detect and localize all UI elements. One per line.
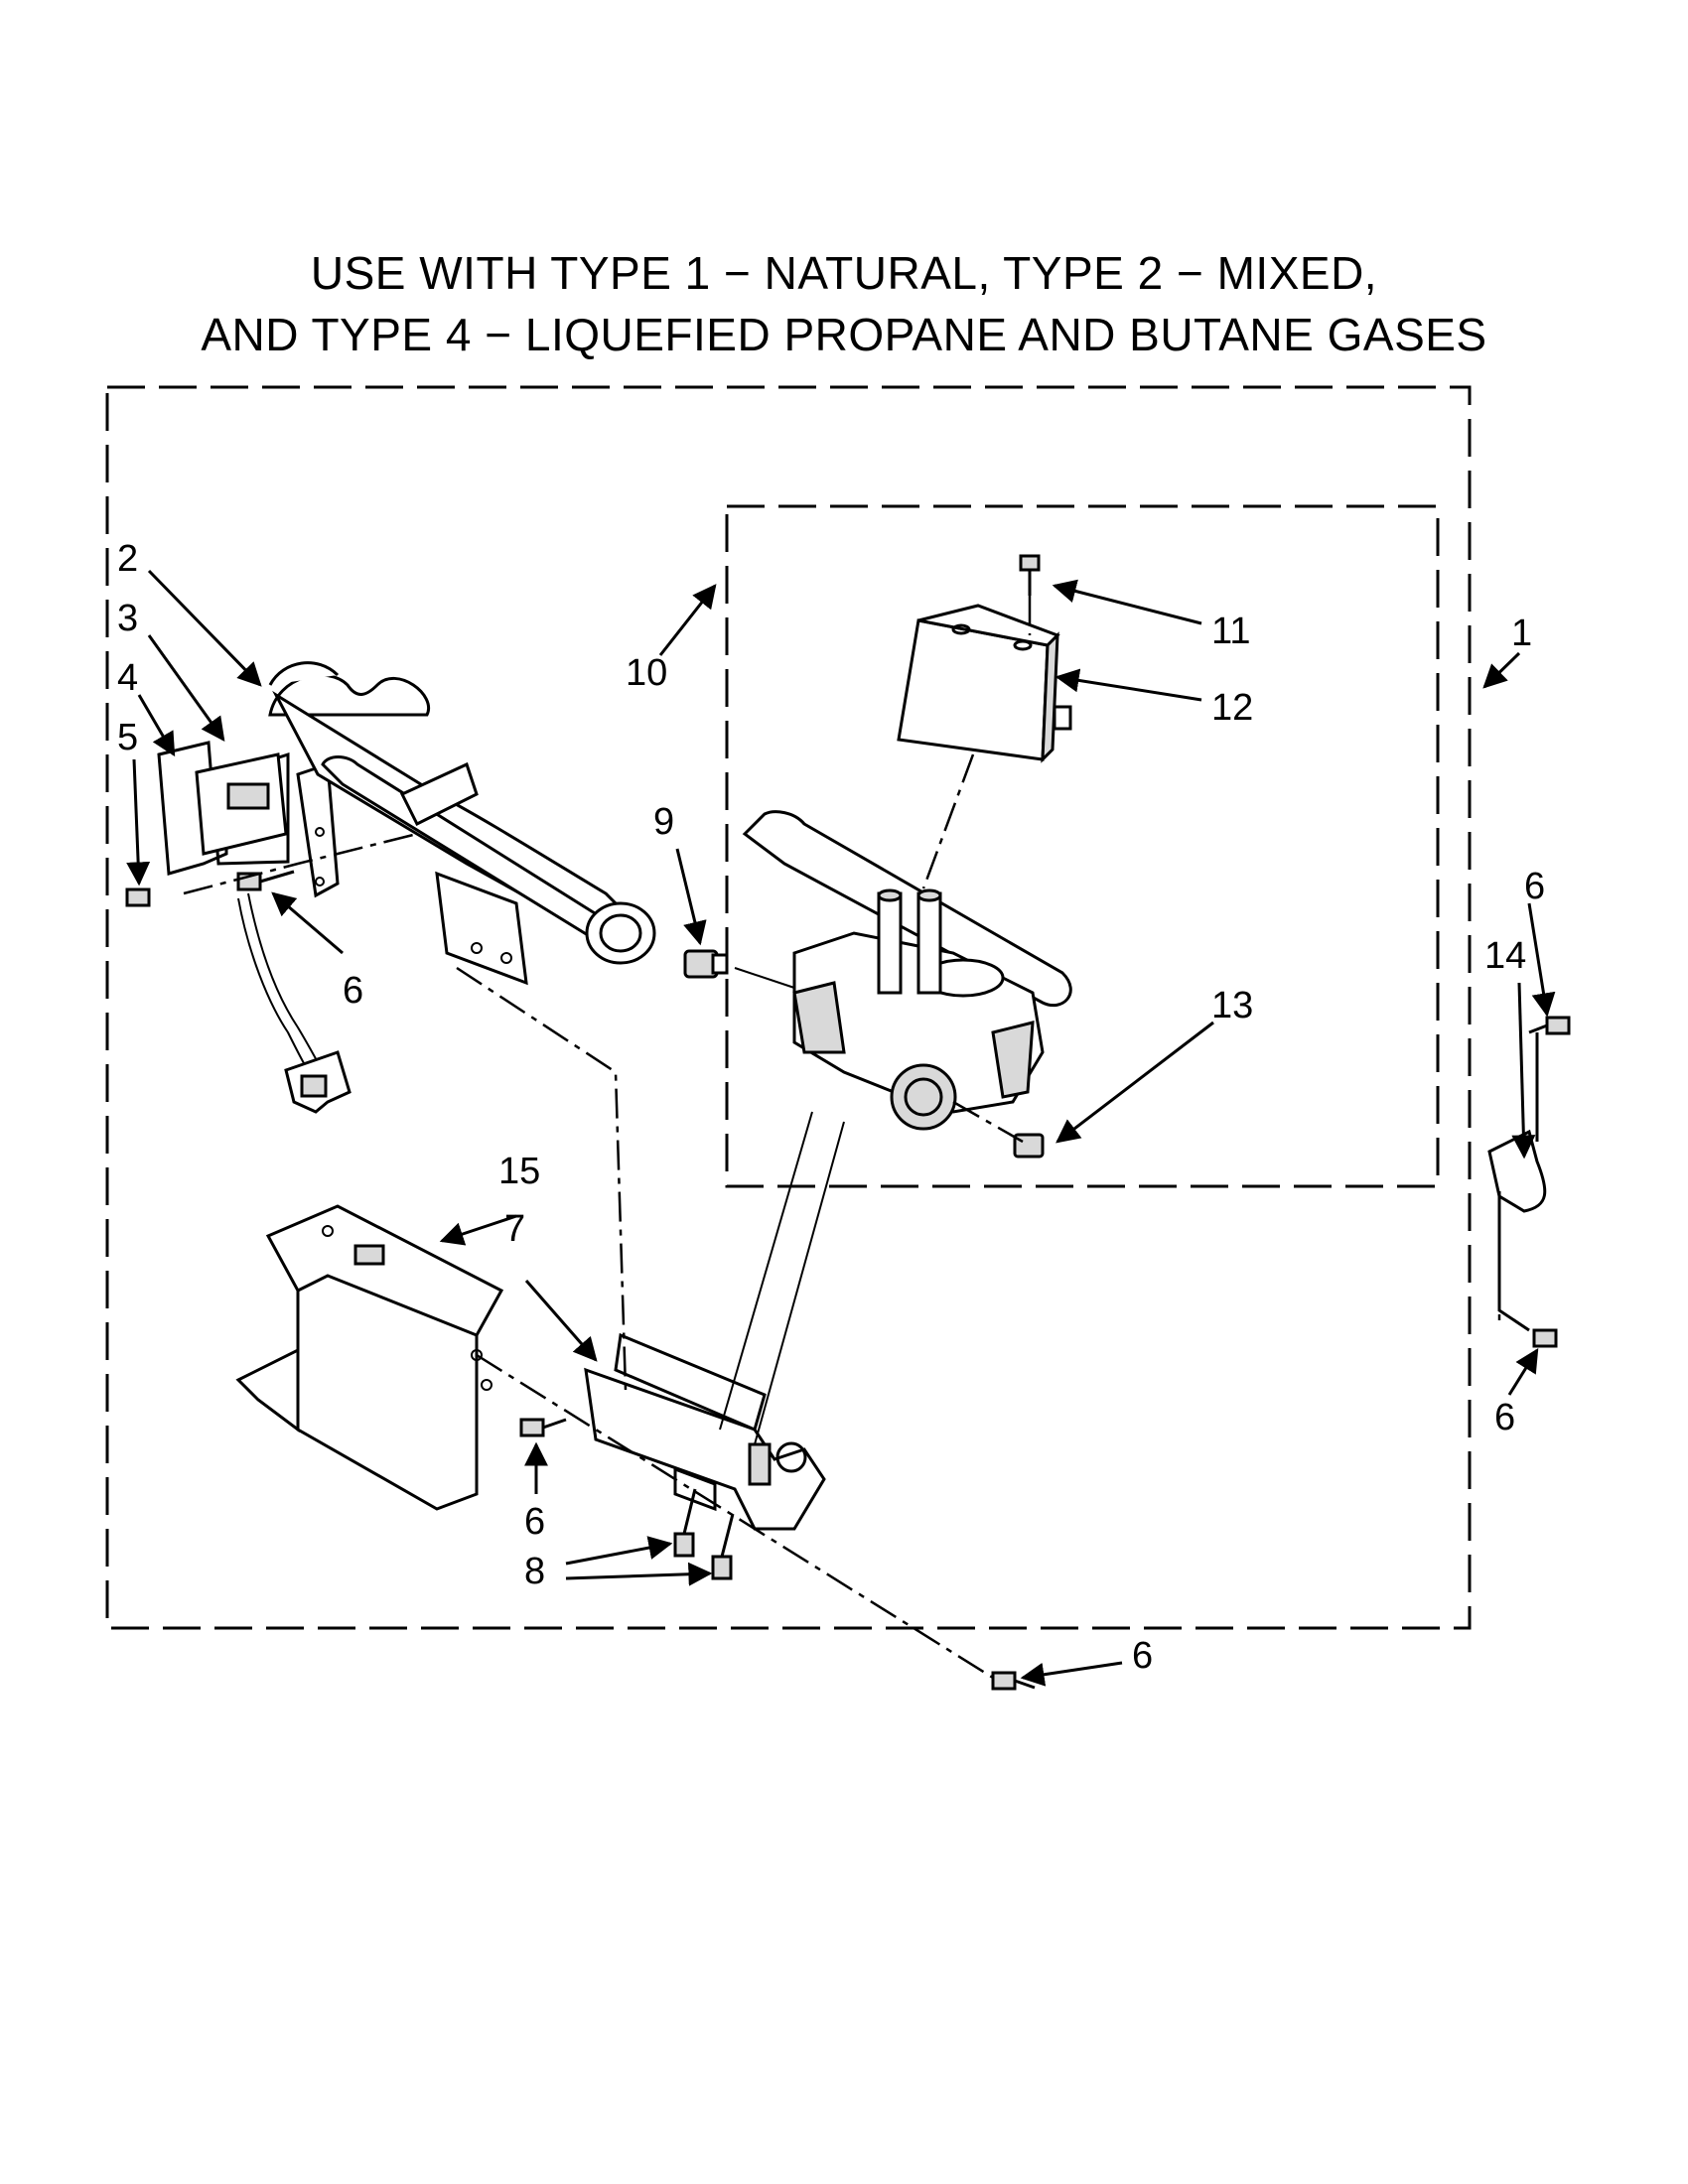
orifice — [683, 949, 729, 979]
screw-6-center — [519, 1418, 567, 1437]
leader-arrows — [126, 569, 1556, 1687]
callout-10: 10 — [626, 652, 667, 694]
callout-6-bottom: 6 — [1132, 1635, 1153, 1677]
screw-6-bottom — [991, 1671, 1036, 1691]
clip-bracket — [1487, 1032, 1547, 1332]
igniter-wire-harness — [237, 892, 352, 1114]
callout-5: 5 — [117, 717, 138, 758]
callout-13: 13 — [1211, 985, 1253, 1026]
screw-6-right-bottom — [1532, 1328, 1558, 1348]
screw-6-left — [236, 870, 295, 891]
callout-7: 7 — [504, 1208, 525, 1250]
assembly-guide-lines — [183, 596, 1501, 1680]
callout-12: 12 — [1211, 687, 1253, 729]
valve-plug — [1013, 1133, 1045, 1159]
valve-coil — [897, 604, 1072, 763]
callout-15: 15 — [498, 1151, 540, 1192]
diagram-title-line-1: USE WITH TYPE 1 − NATURAL, TYPE 2 − MIXE… — [310, 247, 1378, 299]
callout-11: 11 — [1211, 611, 1250, 652]
coil-screw — [1019, 554, 1041, 596]
callout-8: 8 — [524, 1551, 545, 1592]
screw-8-a — [673, 1488, 697, 1558]
callout-6-right-bottom: 6 — [1494, 1397, 1515, 1438]
valve-assembly-boundary — [725, 504, 1440, 1188]
callout-1: 1 — [1511, 613, 1532, 654]
callout-6-center: 6 — [524, 1501, 545, 1543]
callout-2: 2 — [117, 538, 138, 580]
diagram-title-line-2: AND TYPE 4 − LIQUEFIED PROPANE AND BUTAN… — [201, 309, 1487, 360]
screw-6-right-top — [1528, 1016, 1571, 1035]
callout-9: 9 — [653, 801, 674, 843]
mounting-bracket — [235, 1204, 504, 1511]
callout-3: 3 — [117, 598, 138, 639]
tube-support-bracket — [435, 871, 528, 986]
callout-6-right-top: 6 — [1524, 866, 1545, 907]
callout-6-left: 6 — [343, 970, 363, 1012]
assembly-boundary — [105, 385, 1472, 1630]
burner-tube — [268, 661, 656, 965]
valve-bracket — [584, 1332, 826, 1531]
gas-valve — [742, 810, 1072, 1131]
callout-14: 14 — [1484, 935, 1526, 977]
callout-4: 4 — [117, 657, 138, 699]
screw-8-b — [711, 1513, 735, 1580]
screw-5 — [125, 887, 151, 907]
